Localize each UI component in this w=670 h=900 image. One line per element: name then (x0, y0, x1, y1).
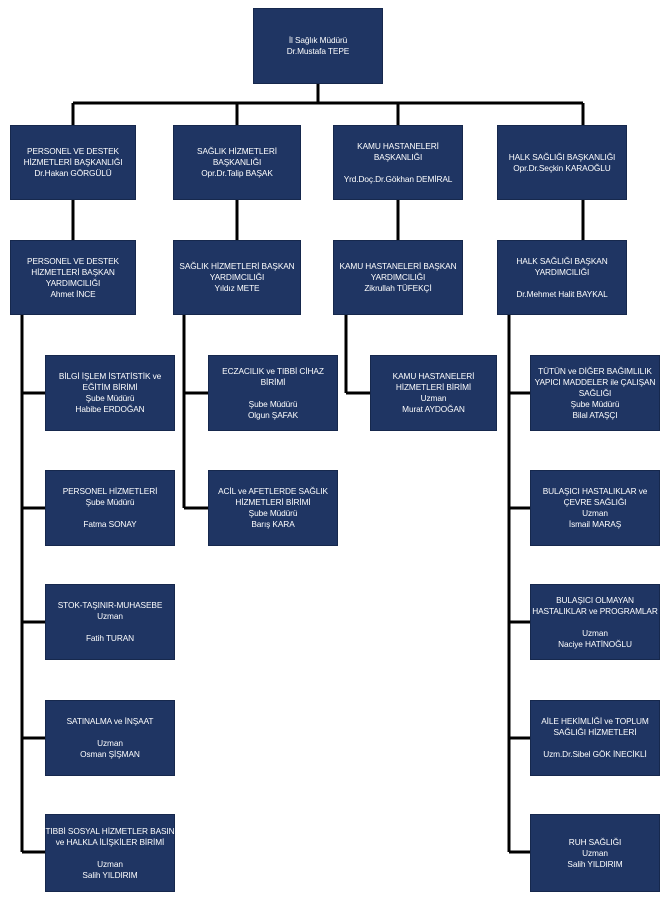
box-line: KAMU HASTANELERİ BAŞKAN (339, 261, 457, 271)
box-line: Fatma SONAY (83, 519, 137, 529)
deputy-public-hospitals: KAMU HASTANELERİ BAŞKAN YARDIMCILIĞI Zik… (333, 240, 463, 315)
box-line: Uzman (97, 858, 123, 869)
box-line: Uzman (97, 611, 123, 621)
dept-head-public-health: HALK SAĞLIĞI BAŞKANLIĞI Opr.Dr.Seçkin KA… (497, 125, 627, 200)
unit-it-statistics-training: BİLGİ İŞLEM İSTATİSTİK ve EĞİTİM BİRİMİ … (45, 355, 175, 431)
box-line: HİZMETLERİ BİRİMİ (395, 382, 472, 392)
unit-public-hospital-services: KAMU HASTANELERİ HİZMETLERİ BİRİMİ Uzman… (370, 355, 497, 431)
box-line: Opr.Dr.Seçkin KARAOĞLU (513, 162, 611, 173)
box-line: KAMU HASTANELERİ (392, 371, 475, 381)
director-box: İl Sağlık Müdürü Dr.Mustafa TEPE (253, 8, 383, 84)
box-line: AİLE HEKİMLİĞİ ve TOPLUM (541, 716, 649, 726)
box-line: Dr.Hakan GÖRGÜLÜ (34, 168, 112, 178)
box-line: HALK SAĞLIĞI BAŞKANLIĞI (508, 151, 616, 162)
box-line: Şube Müdürü (248, 508, 298, 518)
box-line: KAMU HASTANELERİ (357, 140, 439, 151)
unit-emergency-disaster-health: ACİL ve AFETLERDE SAĞLIK HİZMETLERİ BİRİ… (208, 470, 338, 546)
box-line: Uzman (582, 627, 608, 638)
box-line: İsmail MARAŞ (568, 519, 622, 529)
dept-head-personnel: PERSONEL VE DESTEK HİZMETLERİ BAŞKANLIĞI… (10, 125, 136, 200)
box-line: BAŞKANLIĞI (373, 151, 423, 162)
box-line: Uzman (582, 508, 608, 518)
box-line: SAĞLIĞI HİZMETLERİ (553, 727, 637, 737)
unit-social-services-press: TIBBİ SOSYAL HİZMETLER BASIN ve HALKLA İ… (45, 814, 175, 892)
box-line: SAĞLIK HİZMETLERİ BAŞKAN (179, 261, 295, 271)
box-line: ECZACILIK ve TIBBİ CİHAZ (222, 365, 324, 376)
box-line: HALK SAĞLIĞI BAŞKAN (516, 255, 608, 266)
unit-family-medicine-community-health: AİLE HEKİMLİĞİ ve TOPLUM SAĞLIĞI HİZMETL… (530, 700, 660, 776)
box-line: YARDIMCILIĞI (370, 272, 426, 282)
box-line: YARDIMCILIĞI (45, 277, 101, 288)
box-line: Bilal ATAŞÇI (572, 409, 618, 420)
box-line: BULAŞICI OLMAYAN (556, 594, 634, 605)
unit-mental-health: RUH SAĞLIĞI Uzman Salih YILDIRIM (530, 814, 660, 892)
box-line: YAPICI MADDELER ile ÇALIŞAN (534, 376, 656, 387)
director-name: Dr.Mustafa TEPE (286, 46, 350, 56)
box-line: HİZMETLERİ BİRİMİ (235, 497, 311, 507)
box-line: Uzman (420, 393, 447, 403)
box-line: Uzm.Dr.Sibel GÖK İNECİKLİ (543, 749, 647, 759)
box-line: YARDIMCILIĞI (534, 266, 590, 277)
box-line: PERSONEL HİZMETLERİ (62, 486, 158, 496)
unit-tobacco-addiction-occupational-health: TÜTÜN ve DİĞER BAĞIMLILIK YAPICI MADDELE… (530, 355, 660, 431)
box-line: TIBBİ SOSYAL HİZMETLER BASIN (45, 825, 175, 836)
box-line: RUH SAĞLIĞI (568, 836, 622, 847)
box-line: Osman ŞİŞMAN (80, 749, 140, 759)
box-line: SATINALMA ve İNŞAAT (66, 716, 154, 726)
box-line: Şube Müdürü (85, 393, 135, 403)
box-line: ÇEVRE SAĞLIĞI (563, 497, 627, 507)
box-line: Zikrullah TÜFEKÇİ (364, 283, 432, 293)
box-line: Şube Müdürü (248, 398, 298, 409)
unit-stock-accounting: STOK-TAŞINIR-MUHASEBE Uzman Fatih TURAN (45, 584, 175, 660)
director-title: İl Sağlık Müdürü (288, 35, 348, 45)
box-line: PERSONEL VE DESTEK (27, 146, 119, 156)
box-line: Ahmet İNCE (50, 288, 96, 299)
box-line: Naciye HATİNOĞLU (558, 638, 632, 649)
box-line: HİZMETLERİ BAŞKANLIĞI (23, 157, 123, 167)
dept-head-public-hospitals: KAMU HASTANELERİ BAŞKANLIĞI Yrd.Doç.Dr.G… (333, 125, 463, 200)
box-line: BAŞKANLIĞI (212, 157, 262, 167)
box-line: HASTALIKLAR ve PROGRAMLAR (532, 605, 658, 616)
box-line: Uzman (582, 847, 608, 858)
deputy-public-health: HALK SAĞLIĞI BAŞKAN YARDIMCILIĞI Dr.Mehm… (497, 240, 627, 315)
box-line: EĞİTİM BİRİMİ (82, 382, 138, 392)
box-line: TÜTÜN ve DİĞER BAĞIMLILIK (538, 365, 652, 376)
box-line: Şube Müdürü (85, 497, 135, 507)
unit-pharmacy-medical-devices: ECZACILIK ve TIBBİ CİHAZ BİRİMİ Şube Müd… (208, 355, 338, 431)
unit-non-communicable-diseases: BULAŞICI OLMAYAN HASTALIKLAR ve PROGRAML… (530, 584, 660, 660)
box-line: Habibe ERDOĞAN (75, 404, 145, 414)
box-line: HİZMETLERİ BAŞKAN (31, 266, 115, 277)
deputy-personnel: PERSONEL VE DESTEK HİZMETLERİ BAŞKAN YAR… (10, 240, 136, 315)
unit-communicable-diseases-environment: BULAŞICI HASTALIKLAR ve ÇEVRE SAĞLIĞI Uz… (530, 470, 660, 546)
box-line: BULAŞICI HASTALIKLAR ve (542, 486, 648, 496)
box-line: Opr.Dr.Talip BAŞAK (201, 168, 273, 178)
box-line: Dr.Mehmet Halit BAYKAL (516, 288, 608, 299)
box-line: SAĞLIK HİZMETLERİ (197, 146, 277, 156)
box-line: Yrd.Doç.Dr.Gökhan DEMİRAL (343, 173, 453, 184)
box-line: BİLGİ İŞLEM İSTATİSTİK ve (58, 371, 162, 381)
box-line: ve HALKLA İLİŞKİLER BİRİMİ (55, 836, 165, 847)
box-line: Murat AYDOĞAN (402, 404, 465, 414)
box-line: PERSONEL VE DESTEK (27, 255, 119, 266)
box-line: YARDIMCILIĞI (209, 272, 265, 282)
box-line: Salih YILDIRIM (82, 869, 138, 880)
box-line: Yıldız METE (214, 283, 260, 293)
box-line: Fatih TURAN (85, 633, 135, 643)
dept-head-health-services: SAĞLIK HİZMETLERİ BAŞKANLIĞI Opr.Dr.Tali… (173, 125, 301, 200)
box-line: Barış KARA (251, 519, 295, 529)
unit-personnel-services: PERSONEL HİZMETLERİ Şube Müdürü Fatma SO… (45, 470, 175, 546)
box-line: ACİL ve AFETLERDE SAĞLIK (218, 486, 328, 496)
box-line: SAĞLIĞI (578, 387, 612, 398)
deputy-health-services: SAĞLIK HİZMETLERİ BAŞKAN YARDIMCILIĞI Yı… (173, 240, 301, 315)
box-line: Salih YILDIRIM (567, 858, 623, 869)
box-line: STOK-TAŞINIR-MUHASEBE (57, 600, 163, 610)
box-line: BİRİMİ (260, 376, 286, 387)
box-line: Olgun ŞAFAK (247, 409, 299, 420)
unit-procurement-construction: SATINALMA ve İNŞAAT Uzman Osman ŞİŞMAN (45, 700, 175, 776)
box-line: Şube Müdürü (570, 398, 620, 409)
box-line: Uzman (97, 738, 123, 748)
